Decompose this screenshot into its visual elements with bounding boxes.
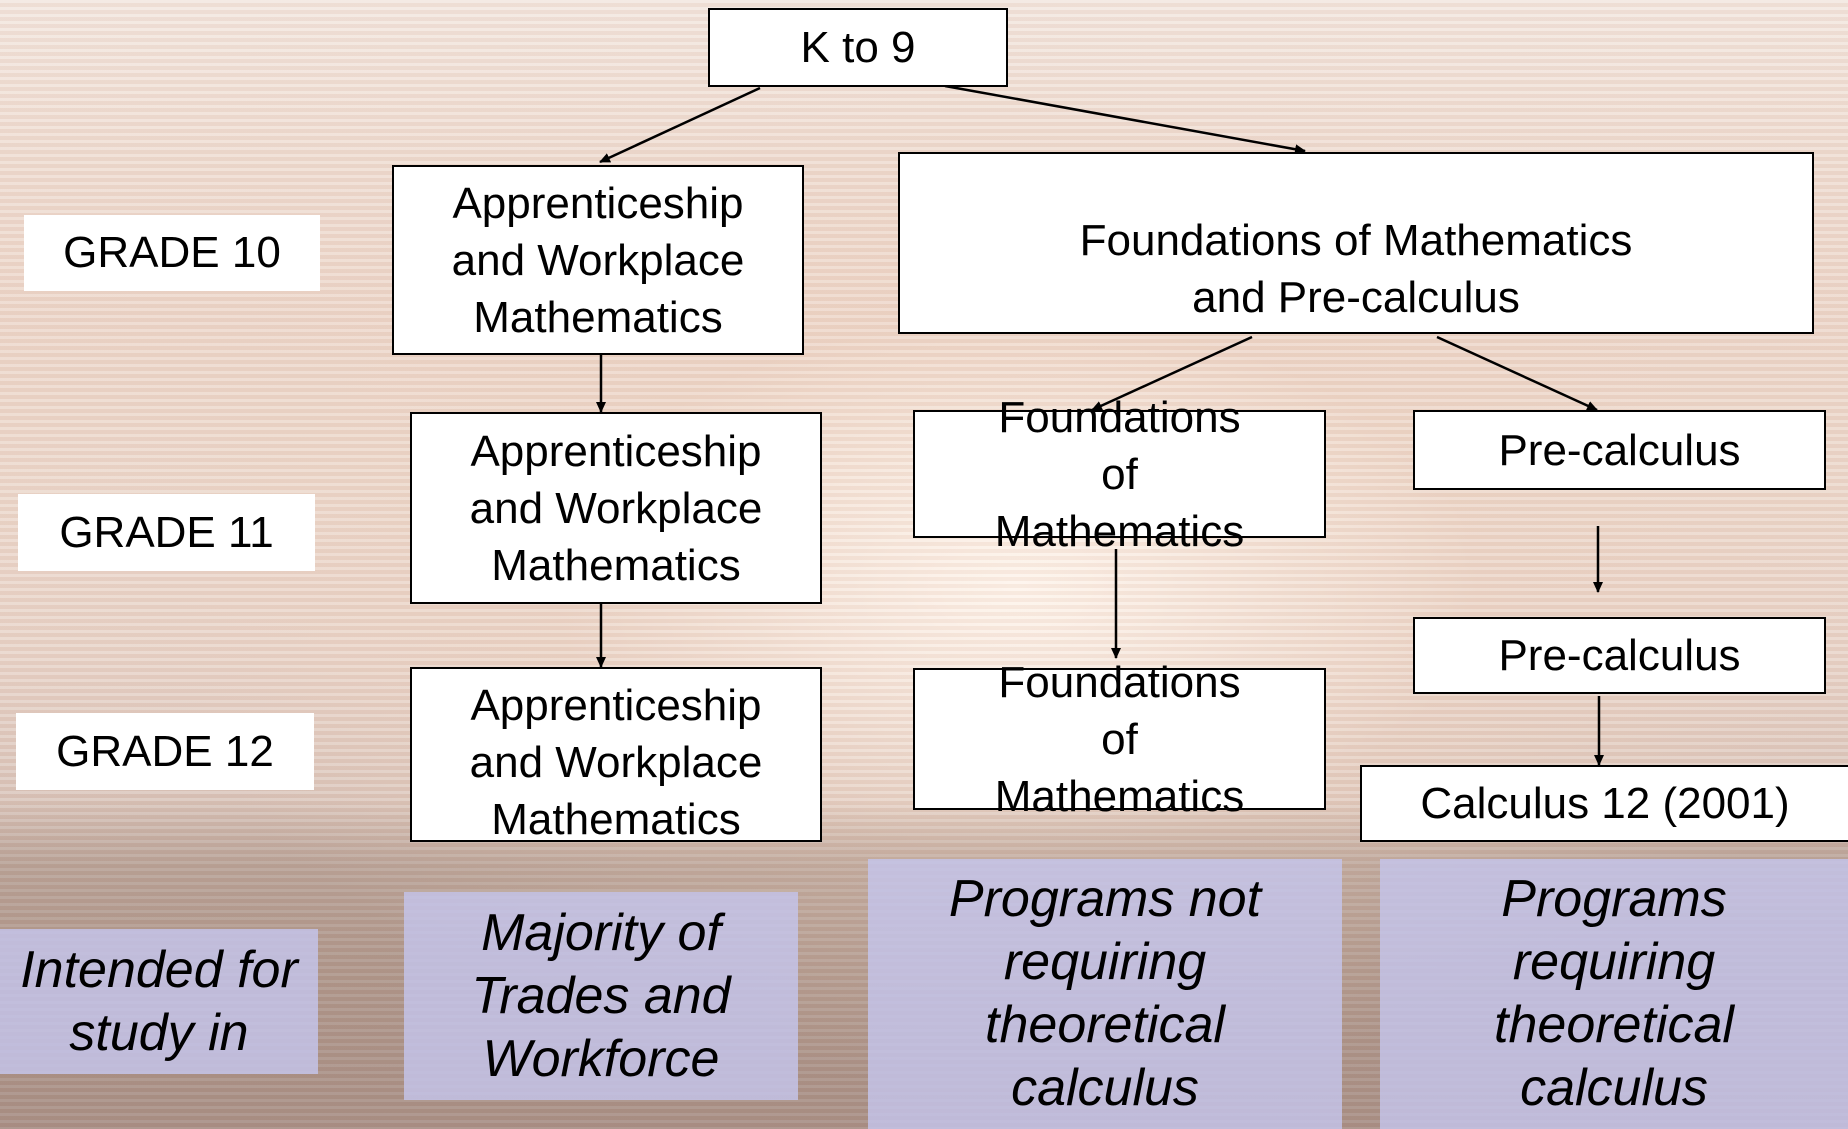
audience-awm: Majority of Trades and Workforce — [404, 892, 798, 1100]
node-awm-grade10-label: Apprenticeship and Workplace Mathematics — [451, 178, 745, 342]
node-precalc-grade11: Pre-calculus — [1413, 410, 1826, 490]
node-awm-grade11-label: Apprenticeship and Workplace Mathematics — [469, 426, 763, 590]
arrow-k9-to-awm10 — [599, 86, 761, 164]
audience-foundations: Programs not requiring theoretical calcu… — [868, 859, 1342, 1129]
node-calculus-12: Calculus 12 (2001) — [1360, 765, 1848, 842]
node-k-to-9: K to 9 — [708, 8, 1008, 87]
node-foundations-precalc-grade10-label: Foundations of Mathematics and Pre-calcu… — [1079, 216, 1633, 322]
grade-11-text: GRADE 11 — [59, 507, 274, 557]
grade-11-label: GRADE 11 — [18, 494, 315, 571]
node-awm-grade12-label: Apprenticeship and Workplace Mathematics — [469, 681, 763, 842]
grade-12-label: GRADE 12 — [16, 713, 314, 790]
node-foundations-grade11: Foundations of Mathematics — [913, 393, 1326, 556]
node-foundations-grade11-label: Foundations of Mathematics — [994, 392, 1245, 556]
arrow-k9-to-fmpc10 — [944, 84, 1306, 155]
grade-10-text: GRADE 10 — [63, 228, 281, 277]
arrow-fmpc10-to-fm11 — [1091, 335, 1253, 412]
node-precalc-grade11-label: Pre-calculus — [1498, 425, 1741, 475]
node-precalc-grade12-label: Pre-calculus — [1498, 631, 1741, 680]
audience-precalc-text: Programs requiring theoretical calculus — [1494, 870, 1734, 1117]
audience-awm-text: Majority of Trades and Workforce — [471, 903, 731, 1088]
node-precalc-grade12: Pre-calculus — [1413, 617, 1826, 694]
audience-header-text: Intended for study in — [20, 940, 298, 1062]
audience-precalc: Programs requiring theoretical calculus — [1380, 859, 1848, 1129]
arrow-fmpc10-to-pc11 — [1436, 335, 1598, 412]
node-awm-grade12: Apprenticeship and Workplace Mathematics — [410, 667, 822, 842]
audience-header: Intended for study in — [0, 929, 318, 1074]
node-foundations-grade12-label: Foundations of Mathematics — [994, 657, 1245, 821]
node-calculus-12-label: Calculus 12 (2001) — [1420, 779, 1790, 828]
node-k-to-9-label: K to 9 — [800, 23, 916, 72]
node-foundations-grade12: Foundations of Mathematics — [913, 658, 1326, 821]
grade-12-text: GRADE 12 — [56, 726, 274, 776]
audience-foundations-text: Programs not requiring theoretical calcu… — [948, 870, 1262, 1117]
node-awm-grade10: Apprenticeship and Workplace Mathematics — [392, 165, 804, 355]
node-foundations-precalc-grade10: Foundations of Mathematics and Pre-calcu… — [898, 152, 1814, 334]
grade-10-label: GRADE 10 — [24, 215, 320, 291]
node-awm-grade11: Apprenticeship and Workplace Mathematics — [410, 412, 822, 604]
